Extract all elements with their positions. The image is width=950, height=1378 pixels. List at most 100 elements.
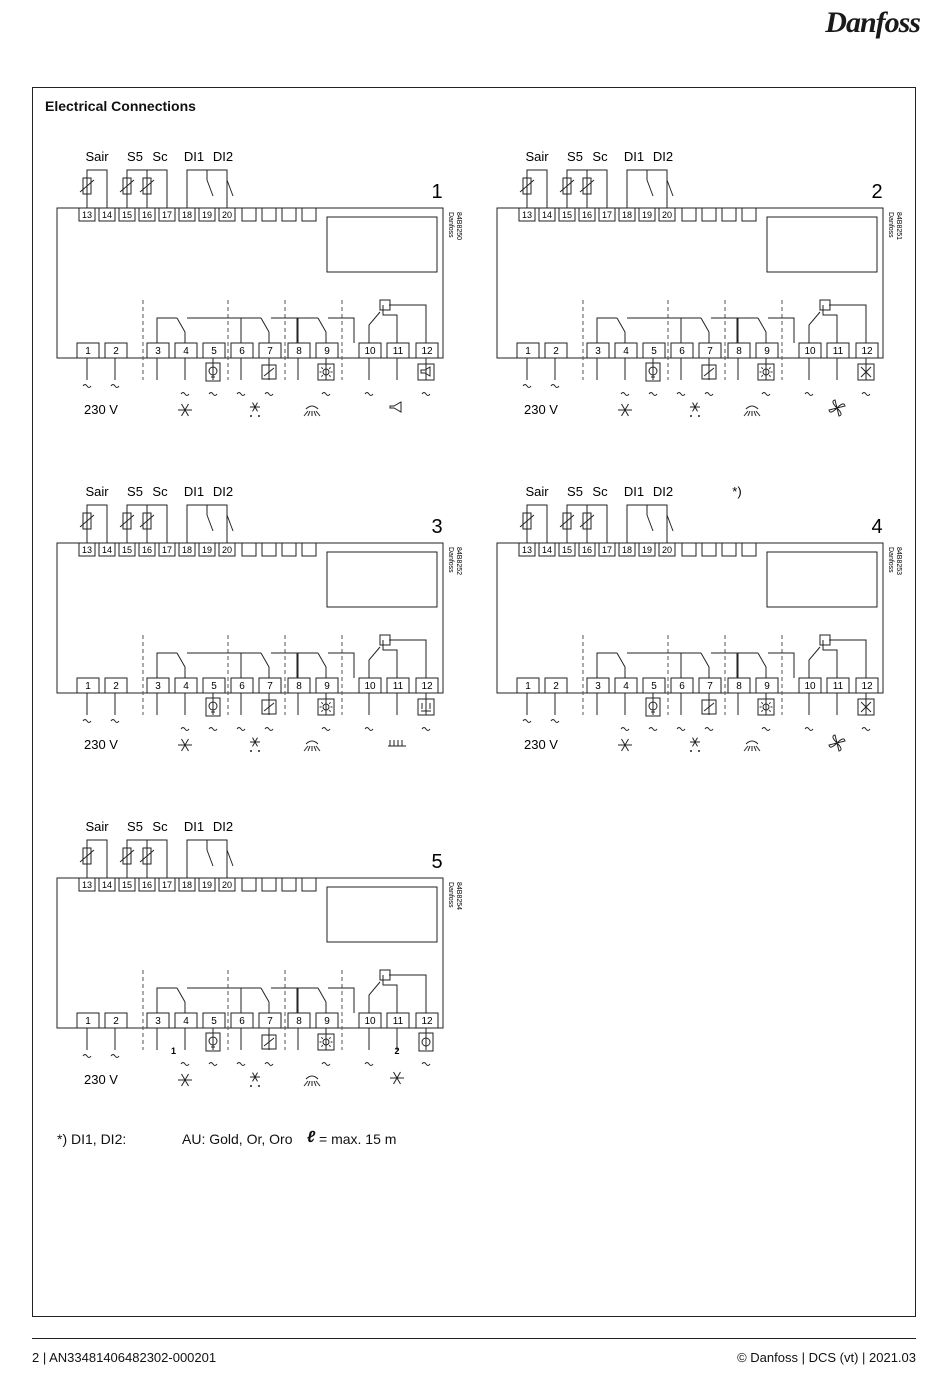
snowflake-icon: [178, 1073, 192, 1087]
ac-symbol: [82, 719, 92, 723]
terminal-bottom: [358, 1012, 382, 1029]
terminal-label: 2: [113, 346, 119, 357]
terminal-bottom: [146, 342, 170, 359]
di1-switch-icon: [646, 179, 654, 197]
ac-symbol: [264, 1062, 274, 1066]
terminal-label: 4: [183, 346, 189, 357]
terminal-label: 11: [833, 681, 844, 692]
terminal-bottom: [415, 342, 439, 359]
terminal-label: 15: [122, 880, 132, 890]
relay-contact: [156, 987, 177, 1013]
terminal-bottom: [614, 677, 638, 694]
terminal-bottom: [826, 677, 850, 694]
terminal-label: 11: [393, 681, 404, 692]
sensor-label: DI2: [653, 149, 673, 164]
lamp-ray-icon: [303, 1075, 321, 1087]
terminal-label: 18: [622, 545, 632, 555]
relay-changeover: [808, 311, 821, 343]
terminal-label: 7: [267, 346, 273, 357]
ntc-sensor-icon: [122, 177, 132, 195]
terminal-blank: [241, 877, 257, 892]
terminal-blank: [261, 542, 277, 557]
sensor-label: Sc: [592, 484, 608, 499]
terminal-label: 15: [562, 210, 572, 220]
ntc-sensor-icon: [142, 512, 152, 530]
terminal-blank: [261, 207, 277, 222]
terminal-label: 2: [113, 681, 119, 692]
di2-switch-icon: [226, 849, 234, 867]
terminal-label: 2: [553, 346, 559, 357]
ac-symbol: [208, 1062, 218, 1066]
sensor-wire: [586, 169, 608, 208]
terminal-label: 4: [183, 1016, 189, 1027]
lamp-icon: [205, 362, 221, 382]
footnote-marker: *): [732, 484, 741, 499]
display-window: [766, 551, 878, 608]
sensor-wire: [146, 839, 168, 878]
light-icon: [317, 363, 335, 381]
terminal-bottom: [698, 677, 722, 694]
terminal-label: 6: [239, 1016, 245, 1027]
ac-symbol: [522, 719, 532, 723]
relay-contact: [240, 652, 261, 678]
terminal-label: 6: [239, 681, 245, 692]
voltage-label: 230 V: [524, 402, 558, 417]
ac-symbol: [208, 727, 218, 731]
sub-label: 2: [394, 1046, 399, 1056]
terminal-bottom: [798, 342, 822, 359]
terminal-label: 12: [421, 1016, 433, 1027]
ac-symbol: [236, 727, 246, 731]
terminal-label: 16: [142, 210, 152, 220]
ac-symbol: [676, 392, 686, 396]
terminal-label: 1: [85, 1016, 91, 1027]
ntc-sensor-icon: [82, 512, 92, 530]
terminal-label: 12: [861, 346, 873, 357]
terminal-label: 16: [142, 880, 152, 890]
terminal-label: 8: [296, 681, 302, 692]
terminal-top: [638, 207, 656, 222]
terminal-label: 20: [222, 210, 232, 220]
terminal-label: 19: [202, 545, 212, 555]
terminal-bottom: [516, 677, 540, 694]
terminal-blank: [701, 542, 717, 557]
terminal-bottom: [287, 677, 311, 694]
ac-symbol: [180, 1062, 190, 1066]
terminal-blank: [301, 542, 317, 557]
display-window: [326, 551, 438, 608]
ntc-sensor-icon: [82, 177, 92, 195]
terminal-label: 19: [202, 210, 212, 220]
snowflake-icon: [618, 738, 632, 752]
snowflake-icon: [178, 738, 192, 752]
terminal-bottom: [614, 342, 638, 359]
terminal-label: 5: [651, 681, 657, 692]
display-window: [766, 216, 878, 273]
terminal-blank: [741, 542, 757, 557]
terminal-label: 12: [861, 681, 873, 692]
terminal-bottom: [642, 677, 666, 694]
terminal-label: 5: [211, 681, 217, 692]
ac-symbol: [264, 392, 274, 396]
terminal-label: 18: [622, 210, 632, 220]
terminal-label: 11: [393, 1016, 404, 1027]
terminal-label: 17: [602, 545, 612, 555]
sensor-label: Sc: [152, 149, 168, 164]
light-icon: [317, 1033, 335, 1051]
terminal-bottom: [202, 677, 226, 694]
terminal-bottom: [104, 342, 128, 359]
terminal-label: 11: [833, 346, 844, 357]
terminal-blank: [681, 542, 697, 557]
terminal-label: 3: [595, 346, 601, 357]
sub-label: 1: [171, 1046, 176, 1056]
ntc-sensor-icon: [582, 177, 592, 195]
terminal-bottom: [146, 1012, 170, 1029]
ac-symbol: [364, 1062, 374, 1066]
display-window: [326, 216, 438, 273]
ntc-sensor-icon: [582, 512, 592, 530]
terminal-blank: [241, 542, 257, 557]
terminal-bottom: [315, 1012, 339, 1029]
ac-symbol: [321, 1062, 331, 1066]
terminal-label: 7: [707, 681, 713, 692]
